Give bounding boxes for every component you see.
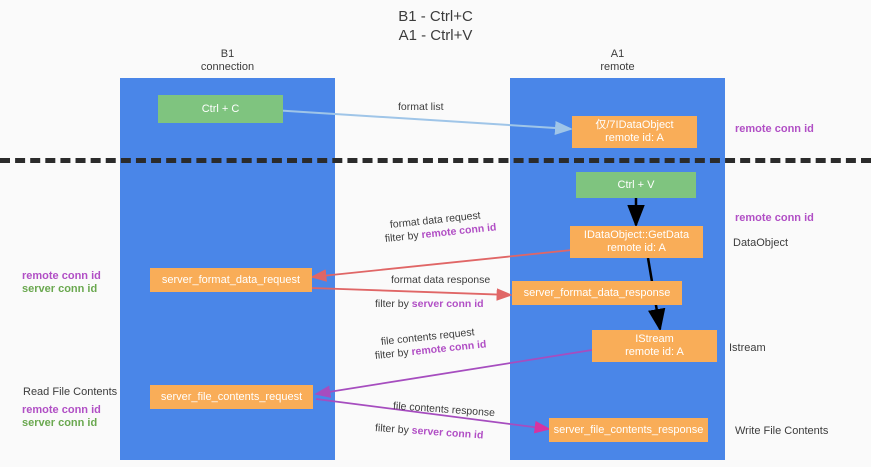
- filter-prefix: filter by: [375, 298, 412, 310]
- column-header-a1: A1 remote: [600, 48, 635, 73]
- annotation-read-file-contents: Read File Contents: [23, 386, 118, 398]
- arrow-format-data-response: [311, 287, 513, 301]
- label-file-contents-response-filter: filter by server conn id: [375, 422, 484, 443]
- diagram-title: B1 - Ctrl+C A1 - Ctrl+V: [398, 8, 473, 44]
- filter-prefix: filter by: [374, 422, 413, 437]
- annotation-write-file-contents: Write File Contents: [735, 425, 829, 437]
- filter-value: server conn id: [411, 424, 484, 442]
- box-server-format-data-request[interactable]: server_format_data_request: [150, 268, 312, 292]
- label-file-contents-response: file contents response: [392, 400, 496, 420]
- annotation-left-mid-server-conn-id: server conn id: [22, 283, 98, 295]
- label-format-data-response-filter: filter by server conn id: [375, 298, 484, 311]
- label-format-list: format list: [398, 101, 444, 113]
- box-idataobject-remote[interactable]: 仅/7IDataObject remote id: A: [572, 116, 697, 148]
- column-header-b1: B1 connection: [200, 48, 255, 73]
- box-ctrl-c[interactable]: Ctrl + C: [158, 95, 283, 123]
- annotation-dataobject: DataObject: [733, 237, 789, 249]
- phase-divider: [0, 158, 871, 163]
- box-ctrl-v[interactable]: Ctrl + V: [576, 172, 696, 198]
- box-server-format-data-response[interactable]: server_format_data_response: [512, 281, 682, 305]
- filter-prefix: filter by: [374, 346, 413, 362]
- box-idataobject-getdata[interactable]: IDataObject::GetData remote id: A: [570, 226, 703, 258]
- box-server-file-contents-request[interactable]: server_file_contents_request: [150, 385, 313, 409]
- filter-prefix: filter by: [384, 229, 423, 245]
- filter-value: server conn id: [411, 298, 484, 310]
- annotation-left-bottom-remote-conn-id: remote conn id: [22, 404, 101, 416]
- box-server-file-contents-response[interactable]: server_file_contents_response: [549, 418, 708, 442]
- annotation-right-top-conn-id: remote conn id: [735, 123, 814, 135]
- label-format-data-response: format data response: [391, 274, 491, 286]
- annotation-left-bottom-server-conn-id: server conn id: [22, 417, 98, 429]
- box-istream-remote[interactable]: IStream remote id: A: [592, 330, 717, 362]
- annotation-left-mid-remote-conn-id: remote conn id: [22, 270, 101, 282]
- annotation-istream: Istream: [729, 342, 766, 354]
- annotation-right-mid-conn-id: remote conn id: [735, 212, 814, 224]
